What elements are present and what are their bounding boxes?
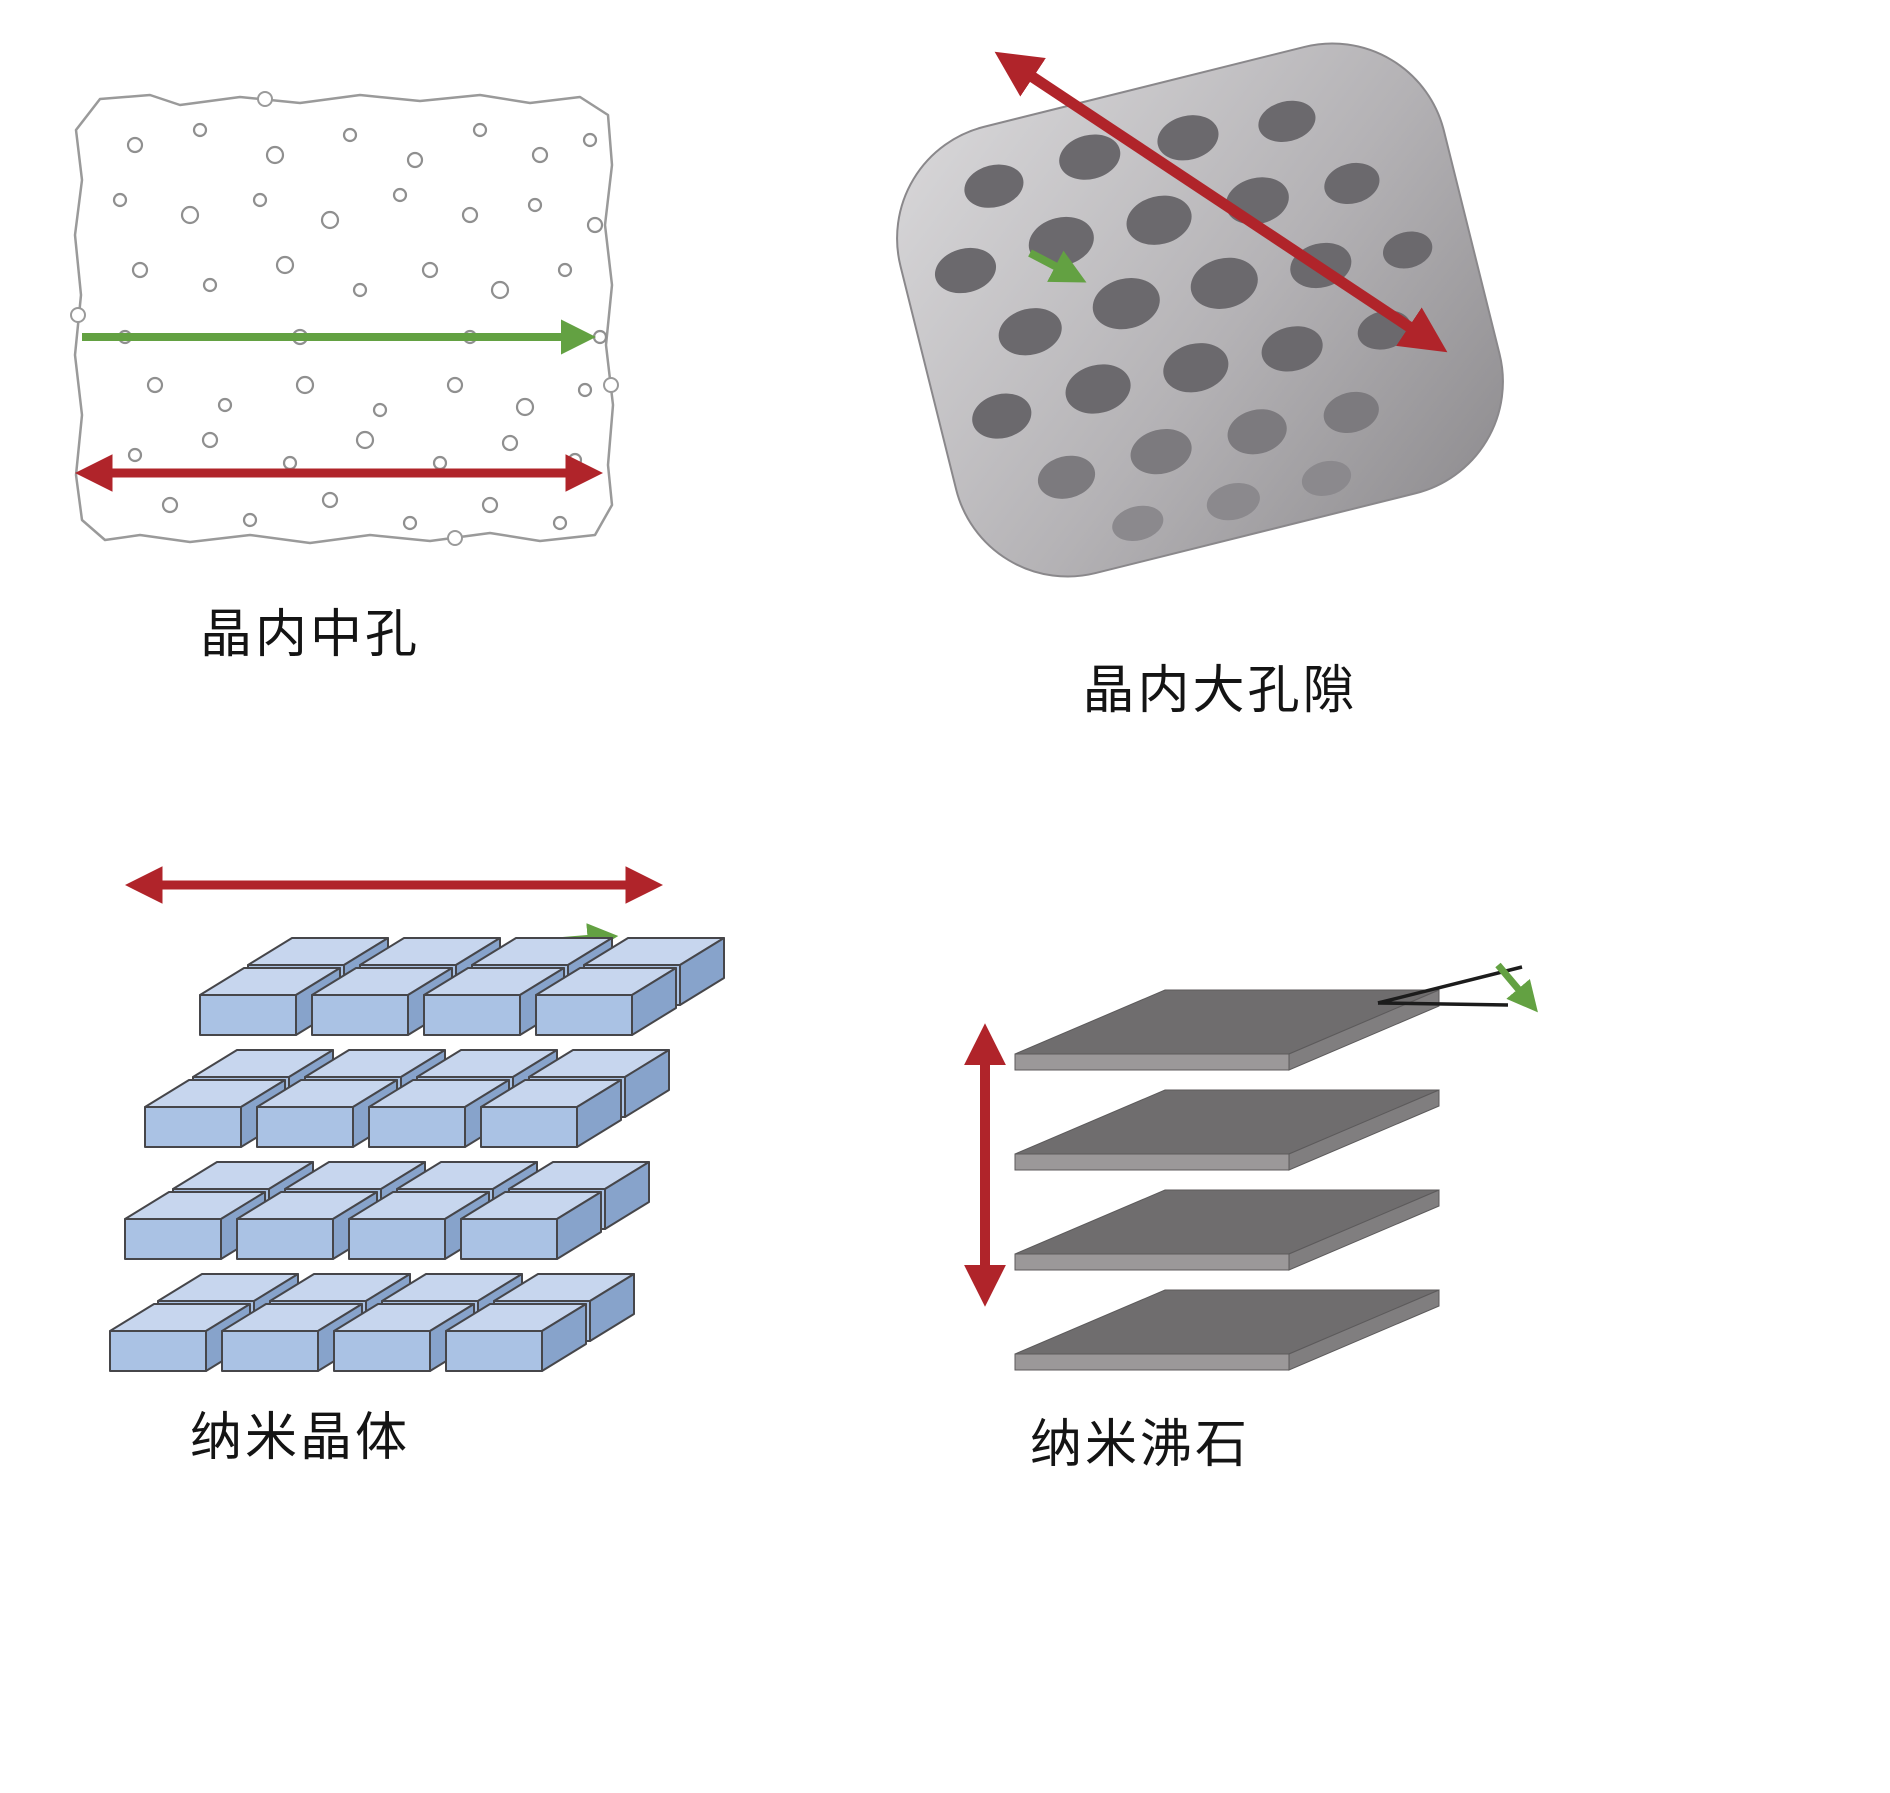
mesopore-circles xyxy=(112,122,608,531)
nanocrystal-figure xyxy=(109,866,725,1372)
nanocrystal-grid xyxy=(109,937,725,1372)
nanozeolite-plates xyxy=(1014,989,1440,1371)
crystal-outline xyxy=(70,91,619,546)
macropore-body xyxy=(896,42,1504,578)
nanozeolite-figure xyxy=(964,962,1538,1371)
green-arrow xyxy=(1495,962,1538,1013)
macropore-figure xyxy=(896,42,1504,578)
red-double-arrow xyxy=(994,51,1448,353)
caption-nanozeolite: 纳米沸石 xyxy=(1029,1417,1250,1474)
caption-mesopore: 晶内中孔 xyxy=(199,607,420,664)
green-arrow xyxy=(1028,249,1087,283)
mesopore-figure xyxy=(70,91,619,546)
caption-nanocrystal: 纳米晶体 xyxy=(189,1410,410,1467)
caption-macropore: 晶内大孔隙 xyxy=(1082,663,1358,720)
exfoliation-pointer xyxy=(1377,965,1523,1007)
